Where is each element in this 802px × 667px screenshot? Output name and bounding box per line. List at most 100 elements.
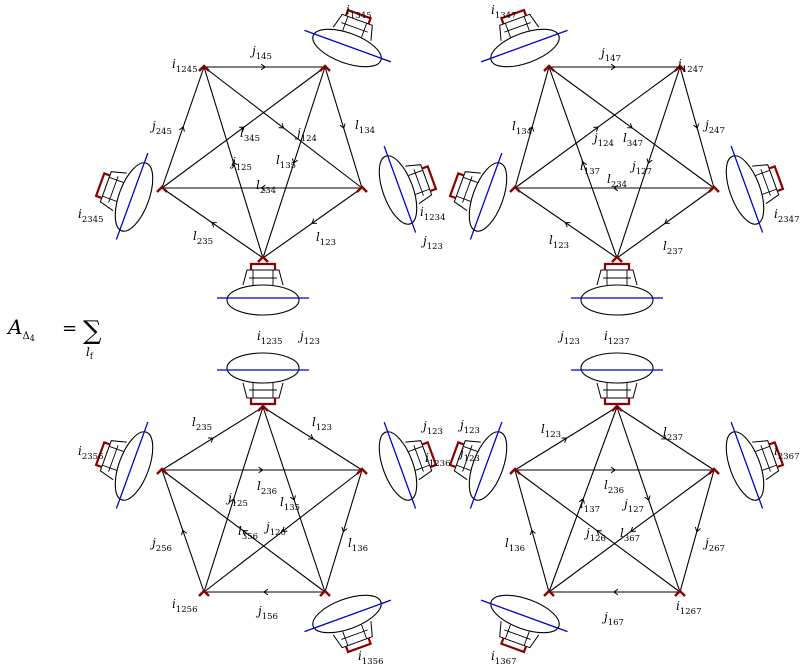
pentagon-blocks [156, 64, 720, 597]
node-i1347-side [448, 152, 508, 240]
edge-label: j124 [591, 131, 614, 149]
edge-label: l234 [607, 172, 627, 190]
edge-label: l367 [620, 526, 640, 544]
node-highlight [768, 441, 785, 469]
shared-label: j123 [420, 234, 443, 252]
node-box-lines [504, 624, 531, 646]
cut-line [383, 421, 417, 509]
node-ellipse [226, 352, 300, 384]
cut-line [469, 421, 503, 509]
node-box-lines [456, 176, 478, 203]
node-box-lines [102, 445, 124, 472]
svg-text:lf: lf [86, 345, 94, 361]
edge-label: l345 [240, 126, 260, 144]
node-i1367 [480, 594, 568, 654]
outer-edge [161, 406, 264, 471]
node-box [453, 171, 481, 212]
edge-label: l136 [505, 536, 525, 554]
vertex-highlight [674, 64, 686, 72]
vertex-label: i1345 [346, 3, 371, 21]
edge-label: l236 [604, 478, 624, 496]
edge-label: l135 [276, 153, 296, 171]
formula-eq: = [62, 318, 77, 339]
vertex-highlight [509, 185, 521, 193]
node-i1236-right [448, 421, 508, 509]
edge-label: l123 [549, 233, 569, 251]
node-box-lines [408, 169, 430, 196]
node-i2356 [94, 421, 154, 509]
vertex-highlight [257, 404, 269, 412]
edge-label: l237 [663, 239, 683, 257]
vertex-label: i2345 [78, 207, 103, 225]
vertex-highlight [543, 589, 555, 597]
node-highlight [94, 172, 111, 200]
vertex-highlight [708, 185, 720, 193]
formula-lhs: A [6, 315, 22, 339]
node-ellipse [378, 431, 418, 501]
node-box [405, 440, 433, 481]
block-bottom-right [509, 404, 720, 597]
edge-label: j125 [225, 491, 248, 509]
vertex-highlight [198, 64, 210, 72]
node-box [332, 621, 373, 649]
shared-label: j123 [457, 418, 480, 436]
cut-line [304, 29, 392, 63]
edge-label: j127 [621, 497, 644, 515]
edge-label: l235 [193, 229, 213, 247]
node-highlight [603, 398, 631, 406]
outer-edge [161, 469, 205, 593]
block-top-left [156, 64, 368, 263]
node-highlight [249, 262, 277, 270]
edge-label: l347 [623, 131, 643, 149]
node-highlight [344, 637, 372, 654]
vertex-highlight [509, 467, 521, 475]
node-ellipse [226, 284, 300, 316]
node-i2345 [94, 152, 154, 240]
edge-label: j126 [583, 526, 606, 544]
node-ellipse [468, 162, 508, 232]
edge-label: l135 [280, 495, 300, 513]
vertex-highlight [319, 64, 331, 72]
node-box-lines [504, 16, 531, 38]
vertex-label: i2356 [78, 444, 103, 462]
node-box [752, 164, 780, 205]
edge-label: l356 [238, 524, 258, 542]
block-bottom-left [156, 404, 368, 597]
formula-sum-index: l [86, 345, 90, 359]
node-highlight [421, 441, 438, 469]
vertex-label: i1367 [491, 649, 516, 667]
edge-label: l136 [348, 536, 368, 554]
node-highlight [603, 262, 631, 270]
vertex-highlight [319, 589, 331, 597]
edge-label: l234 [256, 178, 276, 196]
node-ellipse [490, 28, 560, 68]
node-box [405, 164, 433, 205]
node-box-lines [755, 445, 777, 472]
cut-line [469, 152, 503, 240]
vertex-highlight [674, 589, 686, 597]
node-highlight [94, 441, 111, 469]
node-ellipse [725, 431, 765, 501]
outer-edge [514, 469, 550, 593]
node-box-lines [408, 445, 430, 472]
cut-line [480, 599, 568, 633]
node-box [332, 13, 373, 41]
node-i1356 [304, 594, 392, 654]
node-box-lines [249, 270, 277, 285]
node-i2367 [725, 421, 785, 509]
edge-label: j126 [263, 520, 286, 538]
node-i1345 [304, 8, 392, 68]
vertex-highlight [708, 467, 720, 475]
edge-label: l123 [541, 422, 561, 440]
shared-label: j123 [557, 329, 580, 347]
edge-label: j256 [149, 536, 172, 554]
node-ellipse [378, 155, 418, 225]
svg-text:AΔ4: AΔ4 [6, 315, 35, 343]
vertex-highlight [156, 185, 168, 193]
edge-label: j145 [249, 44, 272, 62]
cut-line [304, 599, 392, 633]
vertex-highlight [198, 589, 210, 597]
vertex-highlight [611, 255, 623, 263]
